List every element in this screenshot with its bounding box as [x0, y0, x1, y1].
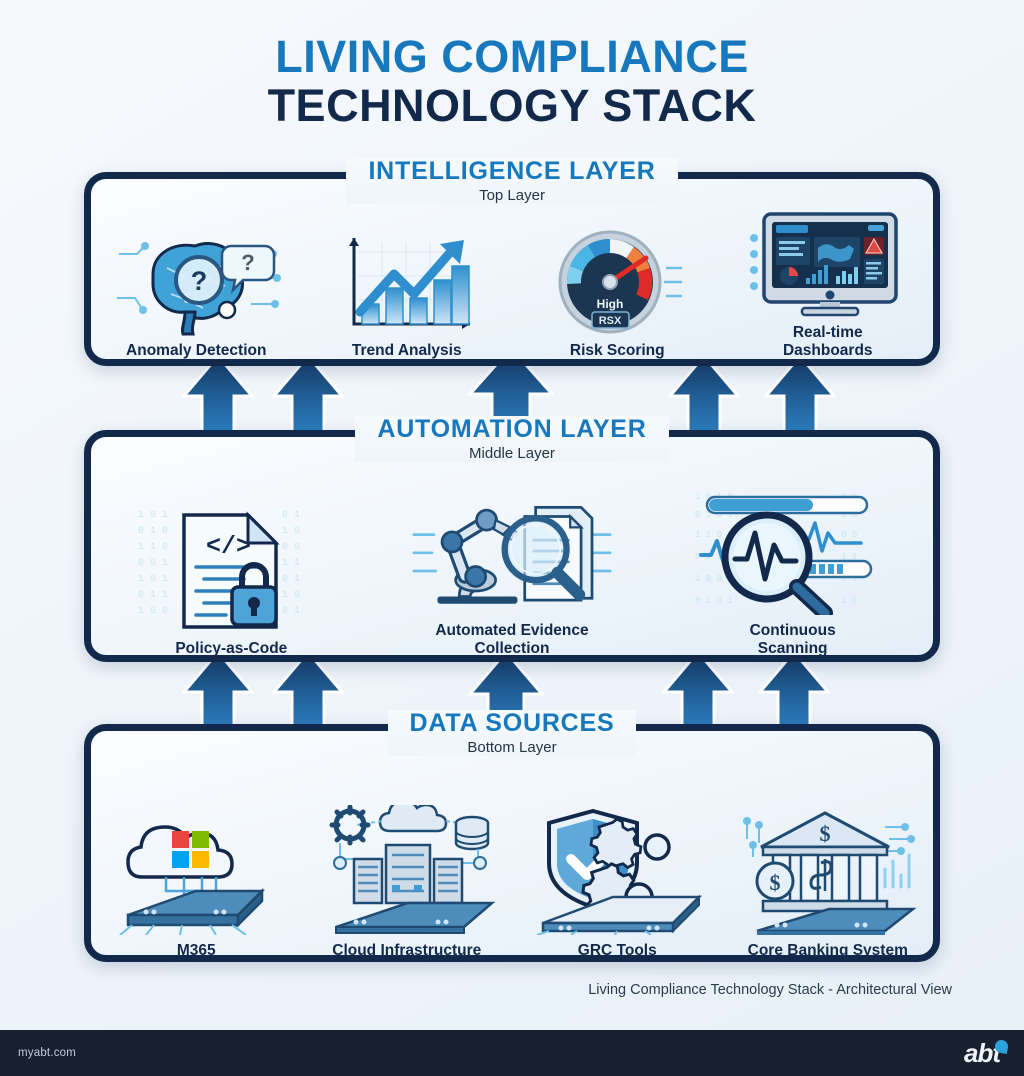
microsoft-cloud-icon — [96, 783, 296, 935]
bank-building-icon: $ $ — [728, 783, 928, 935]
svg-text:1 1 0: 1 1 0 — [138, 542, 168, 553]
brain-question-icon: ? ? — [96, 213, 296, 336]
risk-gauge-icon: High RSX — [517, 213, 717, 336]
node-core-banking-system[interactable]: $ $ — [728, 783, 928, 959]
arrow-bottom-to-middle-5 — [758, 652, 830, 730]
layer-intelligence-title: INTELLIGENCE LAYER — [368, 157, 656, 185]
arrow-middle-to-top-1 — [182, 356, 254, 434]
node-risk-scoring[interactable]: High RSX Risk Scoring — [517, 213, 717, 359]
logo-swoosh-icon — [993, 1038, 1010, 1054]
node-label: M365 — [176, 941, 216, 959]
node-trend-analysis[interactable]: Trend Analysis — [307, 213, 507, 359]
svg-text:1 0 0: 1 0 0 — [138, 606, 168, 617]
node-m365[interactable]: M365 — [96, 783, 296, 959]
node-label: Cloud Infrastructure — [332, 941, 482, 959]
code-document-lock-icon: 1 0 1 0 1 0 1 1 0 0 0 1 1 0 1 0 1 1 1 0 0 0 1… — [131, 485, 331, 633]
svg-text:0 1 1 0: 0 1 1 0 — [695, 552, 733, 562]
bar-chart-trend-icon — [307, 213, 507, 336]
node-label: Trend Analysis — [351, 341, 462, 359]
svg-text:0 1 0 1: 0 1 0 1 — [695, 510, 733, 520]
arrow-middle-to-top-3 — [466, 348, 556, 434]
layer-intelligence[interactable]: INTELLIGENCE LAYER Top Layer — [84, 157, 940, 366]
svg-text:1 0: 1 0 — [282, 590, 300, 601]
node-continuous-scanning[interactable]: 1 0 1 0 0 1 0 1 1 1 0 0 0 1 1 0 1 0 0 1 0 1 … — [693, 485, 893, 657]
layer-intelligence-header: INTELLIGENCE LAYER Top Layer — [91, 157, 933, 205]
arrow-middle-to-top-2 — [272, 356, 344, 434]
title-line-secondary: TECHNOLOGY STACK — [267, 79, 757, 131]
node-label: Real-time Dashboards — [782, 324, 873, 359]
svg-text:0 1 0: 0 1 0 — [138, 526, 168, 537]
magnifier-pulse-icon: 1 0 1 0 0 1 0 1 1 1 0 0 0 1 1 0 1 0 0 1 0 1 … — [693, 485, 893, 616]
svg-text:1 0: 1 0 — [841, 596, 857, 606]
page-title: LIVING COMPLIANCE TECHNOLOGY STACK — [0, 34, 1024, 129]
svg-text:1 0 1: 1 0 1 — [138, 510, 168, 521]
robot-arm-magnifier-icon — [412, 485, 612, 615]
node-label: Risk Scoring — [569, 341, 665, 359]
node-cloud-infrastructure[interactable]: Cloud Infrastructure — [307, 783, 507, 959]
svg-text:0 0 1: 0 0 1 — [138, 558, 168, 569]
svg-text:1 1 0 0: 1 1 0 0 — [695, 530, 733, 540]
svg-text:1 1: 1 1 — [841, 552, 857, 562]
node-anomaly-detection[interactable]: ? ? Anomaly Detection — [96, 213, 296, 359]
arrow-bottom-to-middle-1 — [182, 652, 254, 730]
svg-text:0 1: 0 1 — [282, 510, 300, 521]
risk-score-text: RSX — [599, 315, 622, 327]
figure-caption: Living Compliance Technology Stack - Arc… — [588, 982, 952, 998]
node-policy-as-code[interactable]: 1 0 1 0 1 0 1 1 0 0 0 1 1 0 1 0 1 1 1 0 0 0 1… — [131, 485, 331, 657]
layer-intelligence-subtitle: Top Layer — [479, 186, 545, 204]
svg-text:?: ? — [191, 266, 208, 296]
title-line-primary: LIVING COMPLIANCE — [275, 31, 749, 82]
svg-text:0 1 0 1: 0 1 0 1 — [695, 596, 733, 606]
arrow-middle-to-top-4 — [668, 356, 740, 434]
layer-data-sources[interactable]: DATA SOURCES Bottom Layer — [84, 709, 940, 962]
arrow-bottom-to-middle-4 — [662, 652, 734, 730]
arrow-middle-to-top-5 — [764, 356, 836, 434]
node-realtime-dashboards[interactable]: Real-time Dashboards — [728, 212, 928, 359]
svg-text:?: ? — [242, 250, 255, 275]
node-grc-tools[interactable]: GRC Tools — [517, 783, 717, 959]
node-label: Automated Evidence Collection — [435, 622, 589, 657]
node-label: GRC Tools — [577, 941, 657, 959]
node-label: Policy-as-Code — [175, 639, 288, 657]
footer-url[interactable]: myabt.com — [18, 1047, 77, 1059]
footer-bar: myabt.com abt — [0, 1030, 1024, 1076]
node-automated-evidence-collection[interactable]: Automated Evidence Collection — [412, 485, 612, 657]
abt-logo: abt — [964, 1037, 1010, 1069]
svg-text:1 0: 1 0 — [282, 526, 300, 537]
infographic-canvas: LIVING COMPLIANCE TECHNOLOGY STACK — [0, 0, 1024, 1030]
node-label: Core Banking System — [747, 941, 908, 959]
svg-text:0 1: 0 1 — [282, 574, 300, 585]
svg-text:0 0: 0 0 — [841, 530, 857, 540]
svg-text:1 0 0 1: 1 0 0 1 — [695, 574, 733, 584]
node-label: Continuous Scanning — [749, 622, 836, 657]
arrow-bottom-to-middle-2 — [272, 652, 344, 730]
risk-level-text: High — [597, 297, 624, 311]
abt-logo-text: abt — [964, 1037, 1001, 1068]
arrow-bottom-to-middle-3 — [466, 652, 546, 730]
dashboard-monitor-icon — [728, 208, 928, 318]
svg-text:$: $ — [769, 870, 780, 895]
node-label: Anomaly Detection — [126, 341, 267, 359]
layer-automation-subtitle: Middle Layer — [469, 444, 555, 462]
server-rack-cloud-icon — [307, 783, 507, 935]
svg-text:1 0 1: 1 0 1 — [138, 574, 168, 585]
svg-text:0 0: 0 0 — [282, 542, 300, 553]
svg-text:$: $ — [819, 821, 830, 846]
svg-text:</>: </> — [206, 532, 251, 561]
svg-text:1 0: 1 0 — [841, 510, 857, 520]
layer-data-sources-subtitle: Bottom Layer — [467, 738, 557, 756]
svg-text:0 1 1: 0 1 1 — [138, 590, 168, 601]
svg-text:0 1: 0 1 — [841, 574, 857, 584]
shield-check-gears-icon — [517, 783, 717, 935]
svg-text:0 1: 0 1 — [282, 606, 300, 617]
svg-text:1 1: 1 1 — [282, 558, 300, 569]
